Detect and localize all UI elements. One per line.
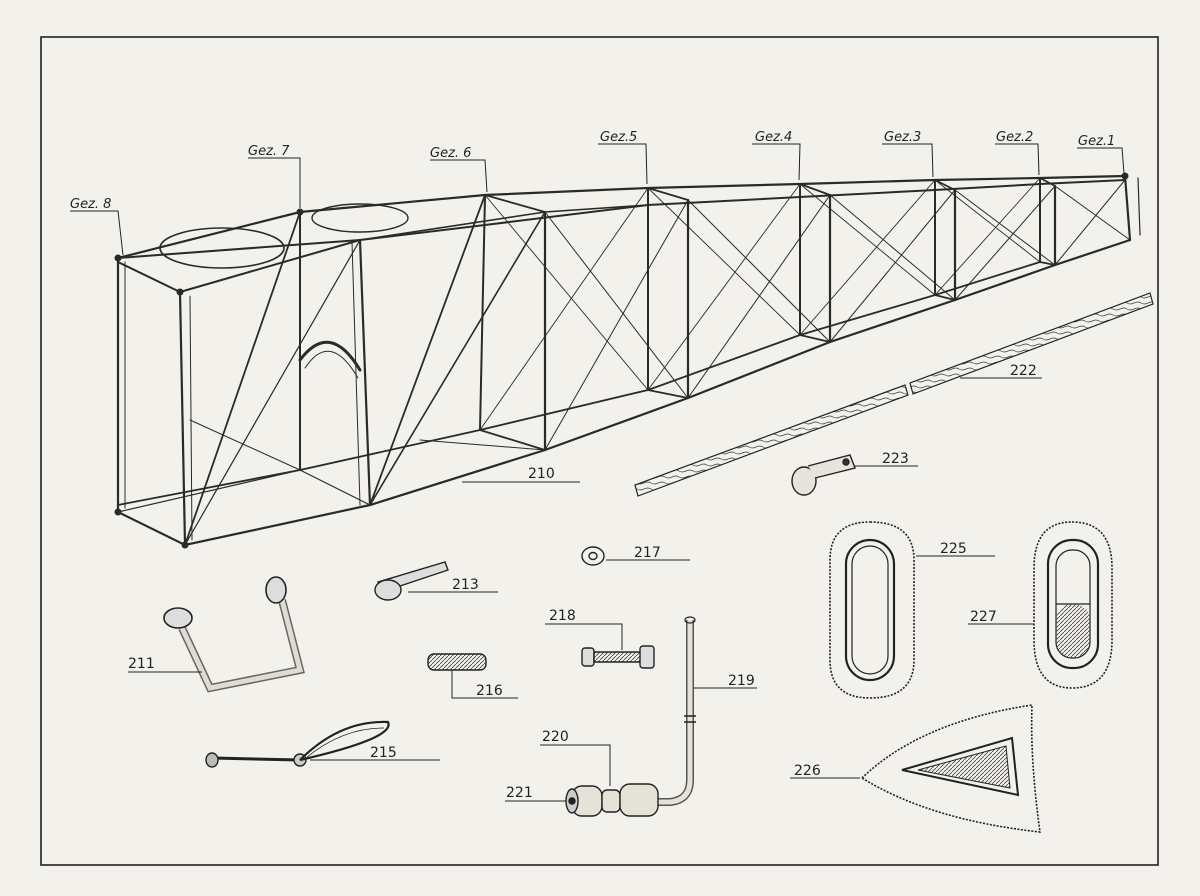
station-label-gez-3: Gez.3 — [884, 130, 922, 145]
station-label-gez-8: Gez. 8 — [70, 197, 112, 212]
part-number-222: 222 — [1010, 363, 1037, 379]
part-number-220: 220 — [542, 729, 569, 745]
part-number-216: 216 — [476, 683, 503, 699]
part-number-227: 227 — [970, 609, 997, 625]
part-215-cable — [205, 720, 390, 768]
part-219-crank — [650, 616, 696, 806]
part-225-grommet — [829, 521, 915, 699]
part-number-226: 226 — [794, 763, 821, 779]
part-213-fitting — [374, 561, 449, 601]
station-label-gez-6: Gez. 6 — [430, 146, 472, 161]
part-number-215: 215 — [370, 745, 397, 761]
part-number-210: 210 — [528, 466, 555, 482]
part-number-223: 223 — [882, 451, 909, 467]
part-217-washer — [581, 546, 605, 566]
station-leaders — [70, 143, 1125, 256]
station-label-gez-4: Gez.4 — [755, 130, 793, 145]
part-220-221-rollers — [565, 783, 659, 817]
part-223-clamp — [791, 454, 856, 496]
part-222-wood-strips — [634, 292, 1154, 497]
part-number-213: 213 — [452, 577, 479, 593]
part-number-211: 211 — [128, 656, 155, 672]
station-label-gez-1: Gez.1 — [1078, 134, 1116, 149]
station-label-gez-5: Gez.5 — [600, 130, 638, 145]
fuselage-frame — [114, 172, 1141, 549]
part-number-221: 221 — [506, 785, 533, 801]
part-number-219: 219 — [728, 673, 755, 689]
drawing-frame — [40, 36, 1159, 866]
part-218-bolt — [581, 645, 655, 669]
part-226-cover — [860, 704, 1041, 833]
part-number-217: 217 — [634, 545, 661, 561]
station-label-gez-2: Gez.2 — [996, 130, 1034, 145]
part-number-225: 225 — [940, 541, 967, 557]
part-211-stirrup — [163, 576, 305, 693]
part-216-pin — [427, 653, 487, 671]
part-number-218: 218 — [549, 608, 576, 624]
part-227-window — [1033, 521, 1113, 689]
station-label-gez-7: Gez. 7 — [248, 144, 290, 159]
